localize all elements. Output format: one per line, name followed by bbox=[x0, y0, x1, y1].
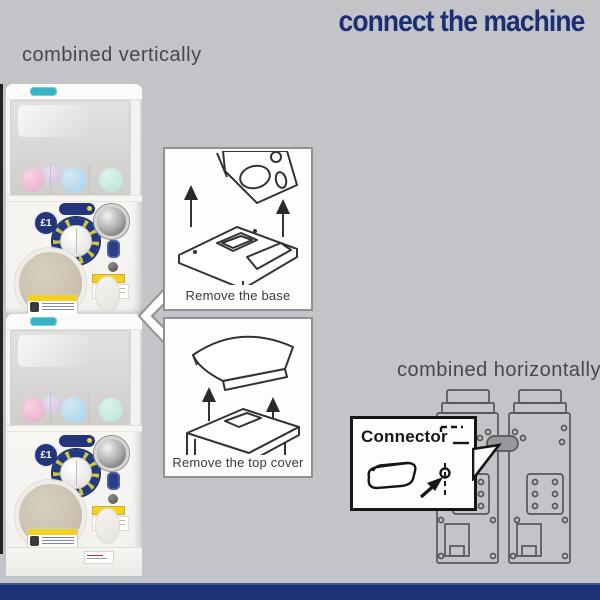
coin-price-badge: £1 bbox=[35, 212, 57, 234]
mascot-logo bbox=[30, 302, 39, 312]
warning-sticker bbox=[27, 528, 78, 549]
dome-hinge bbox=[130, 330, 140, 425]
machine-brand-label bbox=[30, 87, 57, 96]
capsule-dome bbox=[10, 330, 130, 426]
remove-top-cover-illustration bbox=[186, 335, 300, 455]
connector-callout: Connector bbox=[350, 416, 477, 511]
mascot-logo bbox=[30, 536, 39, 546]
coin-price-badge: £1 bbox=[35, 444, 57, 466]
dome-divider bbox=[49, 393, 51, 425]
door-handle bbox=[95, 508, 120, 544]
lock-cylinder bbox=[108, 262, 118, 272]
connector-callout-tail bbox=[472, 443, 502, 481]
model-badge bbox=[59, 435, 95, 447]
dome-divider bbox=[88, 163, 90, 195]
capsule-pink bbox=[21, 168, 45, 192]
machine-brand-label bbox=[30, 317, 57, 326]
instruction-step-remove-base: Remove the base bbox=[163, 147, 313, 311]
photo-left-edge bbox=[0, 84, 3, 554]
door-handle bbox=[95, 276, 120, 312]
page-title: connect the machine bbox=[338, 5, 585, 38]
step-caption: Remove the base bbox=[185, 288, 291, 303]
capsule-blue bbox=[61, 167, 87, 193]
capsule-lavender bbox=[43, 395, 61, 413]
vending-machine-bottom: £1 bbox=[6, 314, 142, 576]
dome-shelf bbox=[6, 425, 142, 432]
lock-cylinder bbox=[108, 494, 118, 504]
coin-return bbox=[94, 204, 129, 239]
coin-slot bbox=[107, 240, 120, 258]
dome-divider bbox=[88, 393, 90, 425]
capsule-teal bbox=[99, 398, 123, 422]
instruction-step-remove-top-cover: Remove the top cover bbox=[163, 317, 313, 478]
connector-label: Connector bbox=[361, 427, 448, 446]
vending-machine-top: £1 bbox=[6, 84, 142, 319]
machine-cap bbox=[6, 314, 142, 330]
machine-cap bbox=[6, 84, 142, 100]
capsule-lavender bbox=[43, 165, 61, 183]
dome-shine bbox=[18, 104, 89, 137]
step-caption: Remove the top cover bbox=[172, 455, 304, 470]
warning-sticker bbox=[27, 294, 78, 315]
dome-divider bbox=[49, 163, 51, 195]
dome-shelf bbox=[6, 195, 142, 202]
coin-slot bbox=[107, 472, 120, 490]
machine-base bbox=[6, 547, 142, 576]
capsule-teal bbox=[99, 168, 123, 192]
capsule-blue bbox=[61, 397, 87, 423]
remove-base-illustration bbox=[178, 151, 298, 285]
capsule-pink bbox=[21, 398, 45, 422]
coin-return bbox=[94, 436, 129, 471]
bottom-banner bbox=[0, 583, 600, 600]
section-label-horizontal: combined horizontally bbox=[397, 359, 600, 381]
model-badge bbox=[59, 203, 95, 215]
dome-shine bbox=[18, 334, 89, 367]
capsule-dome bbox=[10, 100, 130, 196]
section-label-vertical: combined vertically bbox=[22, 44, 202, 66]
connector-illustration bbox=[367, 425, 469, 499]
base-sticker bbox=[84, 551, 114, 564]
dome-hinge bbox=[130, 100, 140, 195]
